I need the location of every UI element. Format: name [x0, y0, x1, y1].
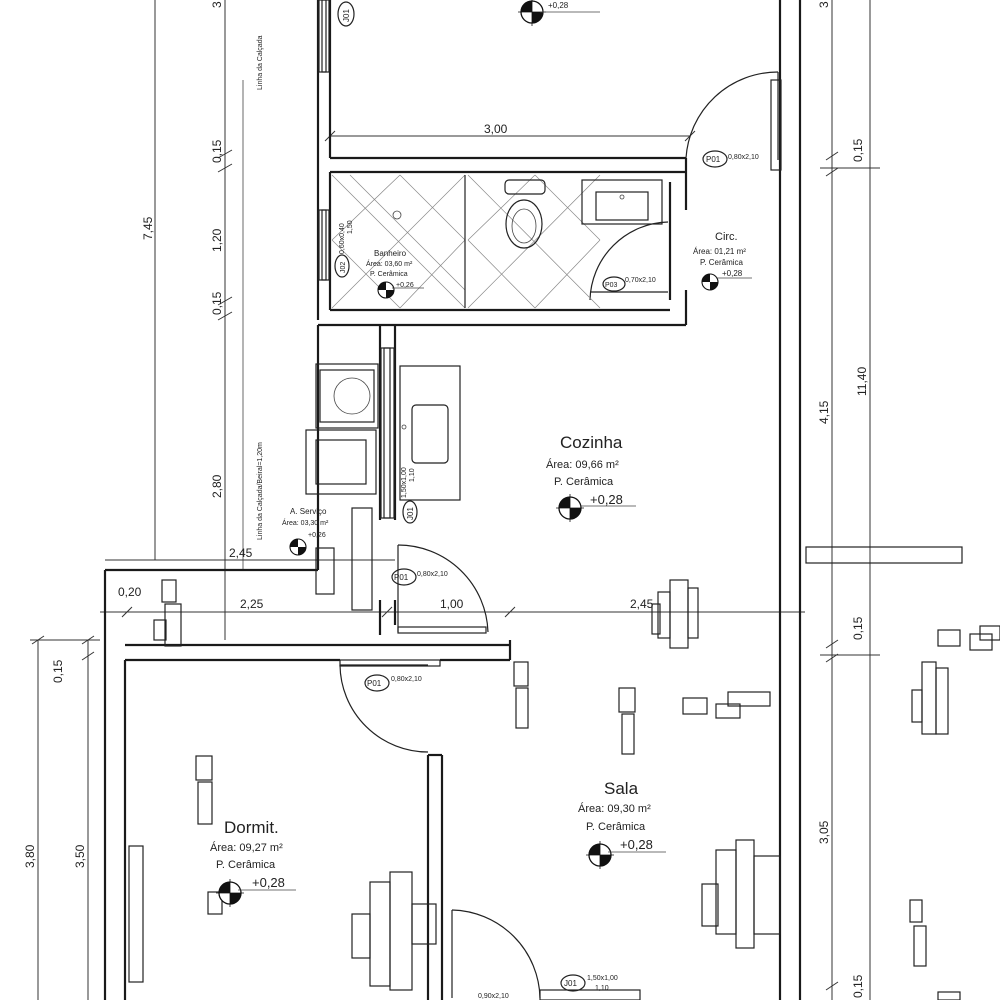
sala-level: +0,28	[620, 837, 653, 852]
top-room-level: +0,28	[548, 1, 569, 10]
kitchen-fixtures	[153, 363, 461, 647]
dimension-lines	[30, 0, 880, 1000]
sala-floor: P. Cerâmica	[586, 821, 646, 833]
dim-015-e: 0,15	[851, 616, 865, 640]
dim-015-c: 0,15	[51, 659, 65, 683]
note-sidewalk-line: Linha da Calçada	[257, 35, 264, 90]
cozinha-level: +0,28	[590, 492, 623, 507]
window-tag-j01-sala: J01	[564, 979, 577, 988]
servico-name: A. Serviço	[290, 507, 327, 516]
level-marker-dormit	[215, 878, 245, 908]
dim-225: 2,25	[240, 597, 264, 611]
doors	[339, 71, 779, 999]
circ-level: +0,28	[722, 269, 743, 278]
banheiro-floor: P. Cerâmica	[370, 271, 408, 278]
opening-tags: P01 0,80x2,10 P03 0,70x2,10 P01 0,80x2,1…	[334, 1, 759, 1000]
level-marker-banheiro	[377, 281, 395, 299]
dim-350: 3,50	[73, 844, 87, 868]
dim-745: 7,45	[141, 216, 155, 240]
circ-area: Área: 01,21 m²	[693, 247, 746, 256]
dim-245-right: 2,45	[630, 597, 654, 611]
circ-name: Circ.	[715, 231, 738, 243]
window-sill-j01-kitchen: 1,10	[409, 468, 416, 482]
door-size-p01-dormit: 0,80x2,10	[391, 676, 422, 683]
cozinha-area: Área: 09,66 m²	[546, 458, 619, 471]
circ-floor: P. Cerâmica	[700, 258, 744, 267]
cozinha-name: Cozinha	[560, 433, 623, 452]
servico-level: +0,26	[308, 532, 326, 539]
window-sill-j02: 1,50	[347, 220, 354, 234]
bathroom-fixtures	[331, 174, 663, 309]
dimension-labels: 3,00 7,45 0,15 1,20 0,15 2,80 2,45 2,25 …	[23, 1, 869, 998]
door-size-p01-servico: 0,80x2,10	[417, 571, 448, 578]
dim-305: 3,05	[817, 820, 831, 844]
dim-245-left: 2,45	[229, 546, 253, 560]
dormit-floor: P. Cerâmica	[216, 859, 276, 871]
dim-015-a: 0,15	[210, 139, 224, 163]
window-tag-j02: J02	[340, 262, 347, 273]
room-labels: +0,28 Cozinha Área: 09,66 m² P. Cerâmica…	[210, 1, 746, 890]
level-marker-top	[517, 0, 547, 27]
level-marker-cozinha	[555, 493, 585, 523]
door-tag-p01-dormit: P01	[367, 679, 382, 688]
dim-top-partial-right: 3	[817, 1, 831, 8]
door-size-p01-circ: 0,80x2,10	[728, 154, 759, 161]
window-tag-j01-kitchen: J01	[406, 507, 415, 520]
window-size-j01-sala: 1,50x1,00	[587, 975, 618, 982]
dim-1140: 11,40	[855, 367, 869, 396]
window-size-j02: 0,60x0,40	[339, 223, 346, 254]
level-marker-servico	[289, 538, 307, 556]
dim-top-partial-left: 3	[210, 1, 224, 8]
dim-415: 4,15	[817, 400, 831, 424]
dim-280: 2,80	[210, 474, 224, 498]
level-marker-sala	[585, 840, 615, 870]
dim-100: 1,00	[440, 597, 464, 611]
dim-120: 1,20	[210, 228, 224, 252]
notes: Linha da Calçada Linha da Calçada/Beiral…	[257, 35, 264, 540]
dim-380: 3,80	[23, 844, 37, 868]
banheiro-name: Banheiro	[374, 249, 407, 258]
note-sidewalk-eave: Linha da Calçada/Beiral=1,20m	[257, 442, 264, 540]
sala-area: Área: 09,30 m²	[578, 802, 651, 815]
cozinha-floor: P. Cerâmica	[554, 476, 614, 488]
sala-name: Sala	[604, 779, 639, 798]
level-marker-circ	[701, 273, 719, 291]
servico-area: Área: 03,30 m²	[282, 518, 329, 527]
windows	[128, 0, 782, 1000]
dim-020: 0,20	[118, 585, 142, 599]
window-size-j01-kitchen: 1,50x1,00	[401, 467, 408, 498]
window-sill-j01-sala: 1,10	[595, 985, 609, 992]
dim-015-d: 0,15	[851, 138, 865, 162]
dim-015-b: 0,15	[210, 291, 224, 315]
dormit-level: +0,28	[252, 875, 285, 890]
window-tag-j01-top: J01	[342, 9, 351, 22]
furniture	[195, 579, 1000, 1000]
dormit-area: Área: 09,27 m²	[210, 841, 283, 854]
door-size-p02: 0,90x2,10	[478, 993, 509, 1000]
dormit-name: Dormit.	[224, 818, 279, 837]
banheiro-area: Área: 03,60 m²	[366, 259, 413, 268]
door-size-p03: 0,70x2,10	[625, 277, 656, 284]
banheiro-level: +0,26	[396, 282, 414, 289]
door-tag-p03: P03	[605, 282, 618, 289]
walls	[103, 0, 963, 1000]
door-tag-p01-circ: P01	[706, 155, 721, 164]
dim-300: 3,00	[484, 122, 508, 136]
dim-015-f: 0,15	[851, 974, 865, 998]
door-tag-p01-servico: P01	[394, 573, 409, 582]
